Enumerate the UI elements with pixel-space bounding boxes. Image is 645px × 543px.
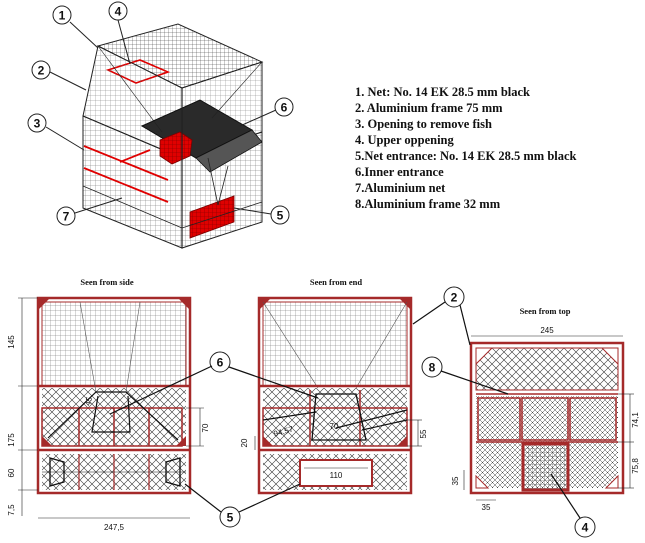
top-view-title: Seen from top (520, 306, 571, 316)
legend-item-5: 5.Net entrance: No. 14 EK 28.5 mm black (355, 149, 577, 163)
iso-callout-5: 5 (233, 205, 290, 225)
end-view-title: Seen from end (310, 277, 363, 287)
view-callout-4: 4 (550, 473, 596, 538)
svg-text:55: 55 (419, 429, 428, 438)
iso-callout-6: 6 (239, 97, 294, 127)
legend-item-2: 2. Aluminium frame 75 mm (355, 101, 503, 115)
view-callout-8: 8 (421, 356, 509, 395)
legend: 1. Net: No. 14 EK 28.5 mm black 2. Alumi… (355, 84, 577, 212)
svg-text:110: 110 (330, 471, 343, 480)
svg-text:45: 45 (83, 395, 94, 406)
svg-text:75,8: 75,8 (631, 458, 640, 474)
iso-callout-2: 2 (31, 60, 87, 91)
svg-text:35: 35 (482, 503, 491, 512)
svg-text:1: 1 (59, 9, 66, 23)
iso-callout-1: 1 (52, 5, 99, 49)
svg-text:8: 8 (429, 361, 436, 375)
svg-text:3: 3 (34, 117, 41, 131)
iso-inner-red-box (159, 131, 193, 165)
svg-text:2: 2 (38, 64, 45, 78)
iso-fish-opening (83, 145, 169, 203)
svg-text:4: 4 (582, 521, 589, 535)
legend-item-4: 4. Upper oppening (355, 133, 454, 147)
side-view: Seen from side (7, 277, 210, 532)
svg-text:7: 7 (63, 210, 70, 224)
svg-text:70: 70 (201, 423, 210, 432)
end-view: Seen from end 20 94,57 70 (240, 277, 428, 495)
svg-text:5: 5 (277, 209, 284, 223)
legend-item-7: 7.Aluminium net (355, 181, 446, 195)
iso-callout-7: 7 (56, 197, 123, 226)
view-callout-2: 2 (412, 286, 471, 346)
svg-text:74,1: 74,1 (631, 412, 640, 428)
isometric-view: 1 4 2 3 6 7 5 (27, 1, 294, 249)
svg-text:245: 245 (540, 326, 554, 335)
legend-item-1: 1. Net: No. 14 EK 28.5 mm black (355, 85, 530, 99)
svg-text:175: 175 (7, 433, 16, 447)
view-callout-6: 6 (109, 351, 319, 415)
top-view: Seen from top 245 74,1 75,8 35 35 (451, 306, 640, 512)
legend-item-8: 8.Aluminium frame 32 mm (355, 197, 501, 211)
svg-text:247,5: 247,5 (104, 523, 125, 532)
iso-callout-3: 3 (27, 113, 85, 151)
iso-callout-4: 4 (108, 1, 131, 65)
side-view-title: Seen from side (80, 277, 133, 287)
svg-text:4: 4 (115, 5, 122, 19)
svg-text:70: 70 (330, 422, 339, 431)
svg-text:2: 2 (451, 291, 458, 305)
view-callout-5: 5 (184, 483, 301, 528)
svg-text:6: 6 (217, 356, 224, 370)
legend-item-3: 3. Opening to remove fish (355, 117, 492, 131)
svg-text:5: 5 (227, 511, 234, 525)
svg-text:7,5: 7,5 (7, 504, 16, 516)
svg-text:145: 145 (7, 335, 16, 349)
svg-text:35: 35 (451, 476, 460, 485)
svg-text:20: 20 (240, 438, 249, 447)
svg-text:6: 6 (281, 101, 288, 115)
legend-item-6: 6.Inner entrance (355, 165, 444, 179)
svg-text:60: 60 (7, 468, 16, 477)
